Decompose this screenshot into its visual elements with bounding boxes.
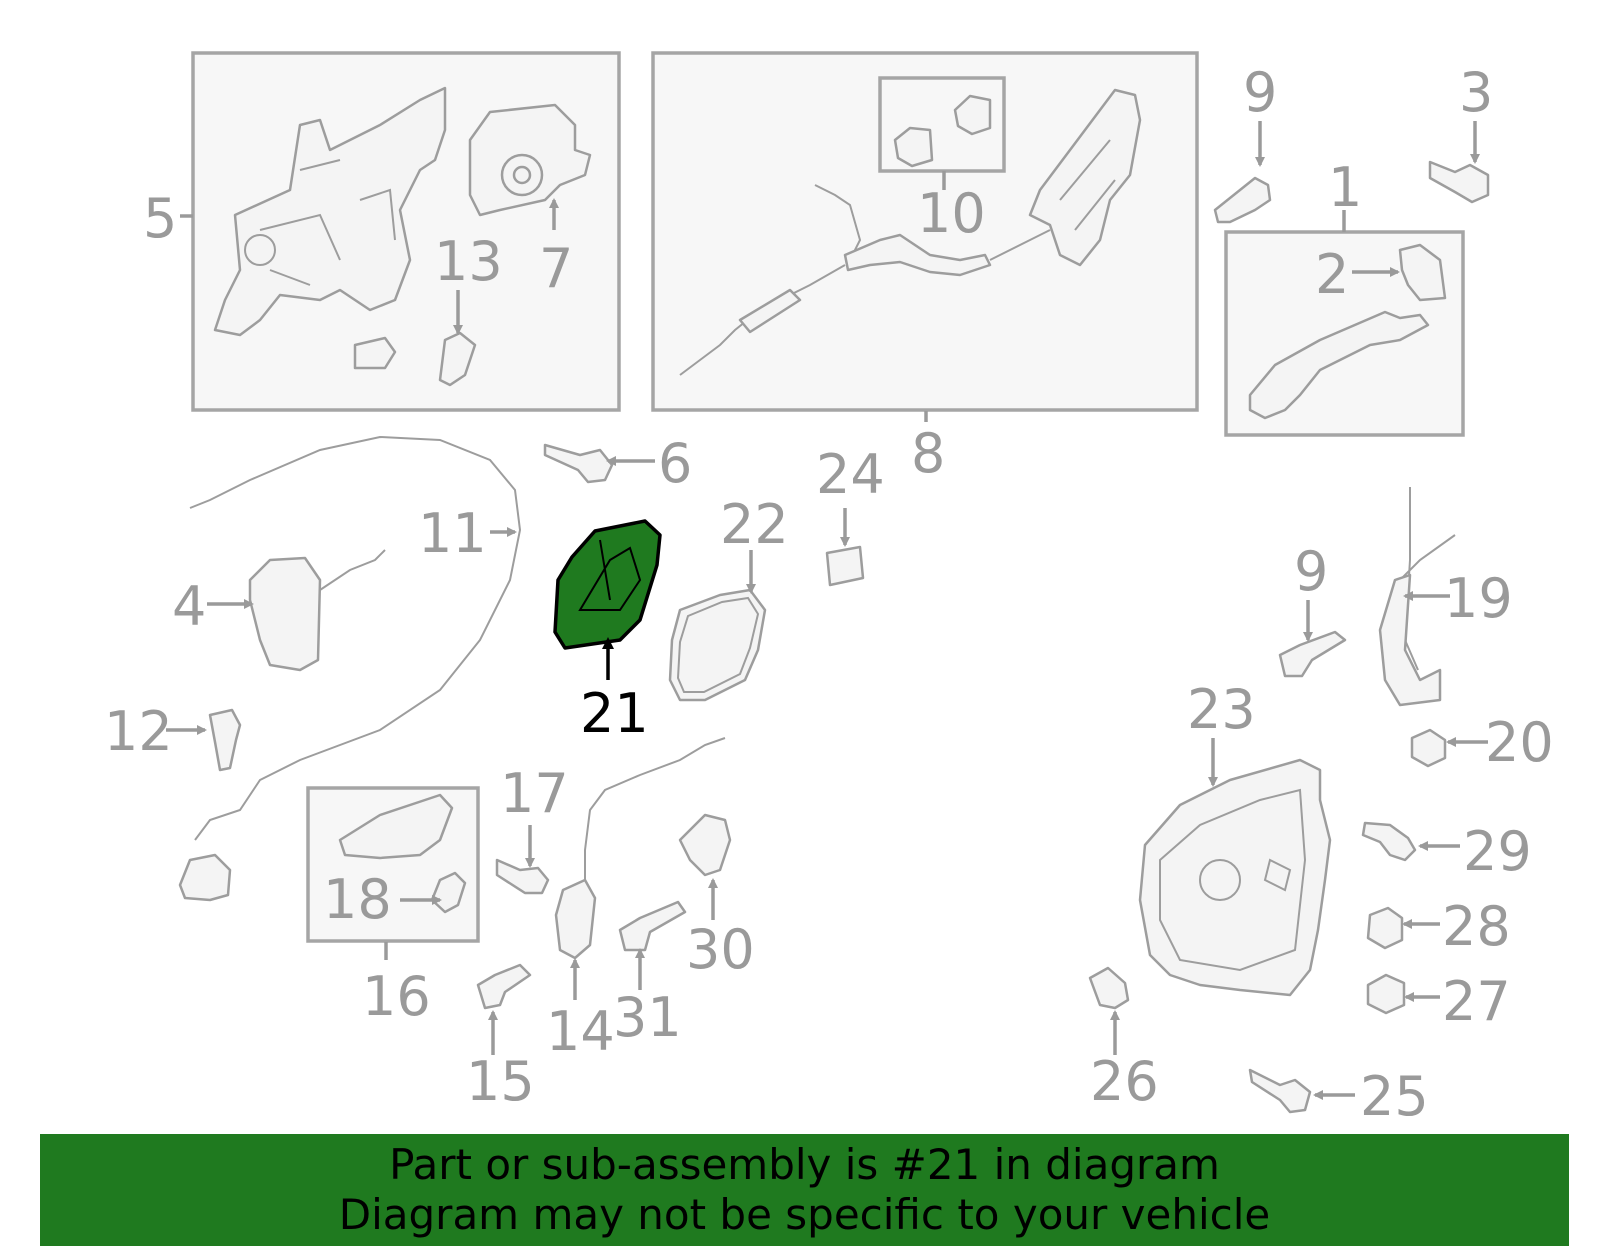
bolt-17-drawing — [495, 858, 550, 895]
label-5: 5 — [143, 187, 177, 250]
lock-cable-11-drawing — [189, 435, 522, 841]
label-3: 3 — [1459, 61, 1493, 124]
label-23: 23 — [1187, 678, 1256, 741]
label-24: 24 — [816, 443, 885, 506]
label-19: 19 — [1444, 567, 1513, 630]
label-21: 21 — [580, 682, 649, 745]
label-1: 1 — [1328, 156, 1362, 219]
label-2: 2 — [1315, 243, 1349, 306]
bolt-12-drawing — [208, 708, 242, 772]
label-16: 16 — [362, 965, 431, 1028]
label-25: 25 — [1360, 1065, 1429, 1128]
label-9-top: 9 — [1243, 61, 1277, 124]
striker-16-drawing — [338, 793, 467, 914]
lock-actuator-drawing — [468, 103, 592, 217]
bolt-9-top-drawing — [1213, 176, 1272, 224]
label-6: 6 — [658, 432, 692, 495]
inside-handle-cable-drawing — [679, 88, 1142, 376]
info-banner: Part or sub-assembly is #21 in diagram D… — [40, 1134, 1569, 1246]
bolt-6-drawing — [543, 443, 614, 484]
outside-handle-drawing — [1248, 243, 1447, 420]
label-30: 30 — [686, 918, 755, 981]
bracket-30-drawing — [678, 813, 732, 877]
label-15: 15 — [466, 1050, 535, 1113]
label-11: 11 — [418, 502, 487, 565]
label-14: 14 — [546, 1000, 615, 1063]
child-lock-4-drawing — [248, 549, 386, 672]
label-28: 28 — [1442, 895, 1511, 958]
clip-29-drawing — [1361, 821, 1417, 862]
label-4: 4 — [172, 575, 206, 638]
label-18: 18 — [323, 868, 392, 931]
label-10: 10 — [917, 182, 986, 245]
label-27: 27 — [1442, 970, 1511, 1033]
grommet-28-drawing — [1366, 906, 1404, 950]
module-panel-23-drawing — [1138, 758, 1332, 997]
cable-end-drawing — [178, 853, 232, 902]
part-21-drawing[interactable] — [553, 519, 662, 650]
banner-line-2: Diagram may not be specific to your vehi… — [338, 1190, 1271, 1239]
bolt-3-drawing — [1428, 160, 1490, 204]
gasket-22-drawing — [668, 588, 767, 702]
label-31: 31 — [613, 986, 682, 1049]
nut-20-drawing — [1410, 728, 1447, 768]
label-12: 12 — [104, 700, 173, 763]
screw-25-drawing — [1248, 1068, 1312, 1114]
label-9-right: 9 — [1294, 540, 1328, 603]
pad-24-drawing — [825, 545, 865, 587]
label-29: 29 — [1463, 820, 1532, 883]
label-20: 20 — [1485, 711, 1554, 774]
label-22: 22 — [720, 493, 789, 556]
banner-line-1: Part or sub-assembly is #21 in diagram — [389, 1140, 1220, 1189]
cable-14-drawing — [554, 737, 726, 960]
bolt-9-right-drawing — [1278, 630, 1347, 678]
label-13: 13 — [434, 230, 503, 293]
label-26: 26 — [1090, 1050, 1159, 1113]
bolt-31-drawing — [618, 900, 687, 952]
label-8: 8 — [911, 422, 945, 485]
clips-10-drawing — [893, 94, 992, 168]
label-7: 7 — [539, 237, 573, 300]
bolt-15-drawing — [476, 963, 532, 1010]
clip-26-drawing — [1088, 966, 1130, 1010]
label-17: 17 — [500, 762, 569, 825]
nut-27-drawing — [1366, 973, 1406, 1015]
banner-background — [40, 1134, 1569, 1246]
